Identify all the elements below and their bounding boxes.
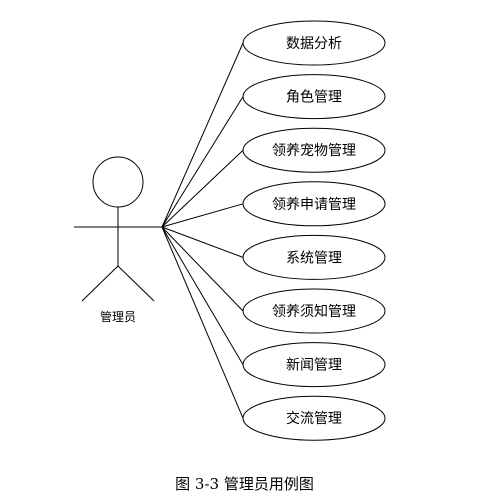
use-case: 领养宠物管理 [242,127,386,173]
figure-caption: 图 3-3 管理员用例图 [175,475,314,493]
use-case-label: 系统管理 [286,250,342,266]
use-case-label: 角色管理 [286,89,342,106]
association-line [161,226,244,419]
use-case-label: 领养须知管理 [272,303,356,320]
use-case-ellipse [242,288,386,334]
use-case: 领养申请管理 [242,181,386,227]
actor-figure [74,156,162,302]
association-line [161,96,244,228]
use-case: 新闻管理 [242,342,386,388]
actor-head [92,156,144,208]
association-line [161,149,244,228]
use-case-label: 数据分析 [286,36,342,52]
use-case-ellipse [242,181,386,227]
actor-left-leg [81,265,119,302]
use-case-ellipse [242,20,386,66]
association-line [161,226,244,258]
use-case: 领养须知管理 [242,288,386,334]
association-line [161,226,244,365]
use-case: 数据分析 [242,20,386,66]
use-case-ellipse [242,395,386,441]
use-case-label: 领养申请管理 [272,197,356,213]
use-case-ellipse [242,127,386,173]
association-line [161,226,244,312]
use-case: 系统管理 [242,234,386,280]
association-line [161,42,244,228]
use-case-label: 新闻管理 [286,358,342,374]
use-case-ellipse [242,74,386,120]
use-case-label: 领养宠物管理 [272,143,356,159]
association-line [161,203,244,228]
actor-label: 管理员 [100,309,136,324]
actor-right-leg [117,265,155,302]
use-case: 交流管理 [242,395,386,441]
association-lines [161,42,244,419]
use-case-ellipse [242,342,386,388]
use-case-ellipse [242,234,386,280]
use-case: 角色管理 [242,74,386,120]
use-case-label: 交流管理 [286,410,342,427]
